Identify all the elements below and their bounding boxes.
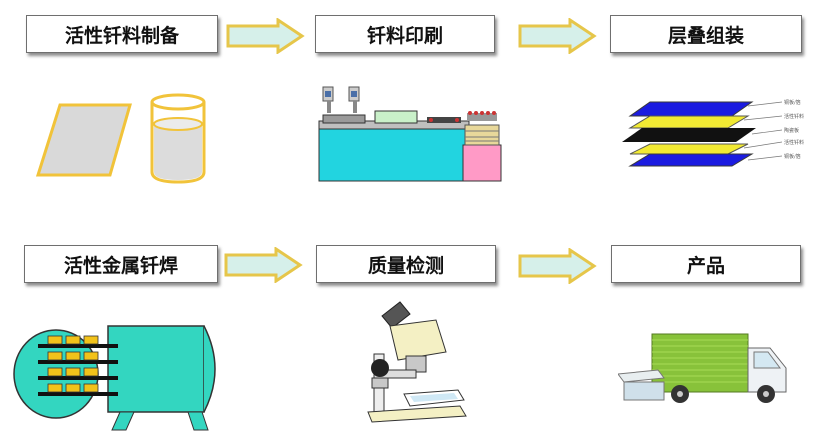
microscope-icon <box>367 301 467 423</box>
flow-arrow-4 <box>518 248 597 284</box>
brazing-furnace-icon <box>13 325 216 431</box>
screen-printer-icon <box>318 86 502 182</box>
stack-label-solder-bottom: 活性钎料 <box>784 139 804 146</box>
layer-stack-icon: 铜板/箔 活性钎料 陶瓷板 活性钎料 铜板/箔 <box>622 99 804 167</box>
flow-arrow-2 <box>518 18 597 54</box>
step-box-active-brazing: 活性金属钎焊 <box>24 245 218 283</box>
step-box-stack-assembly: 层叠组装 <box>610 15 802 53</box>
step-box-solder-prep: 活性钎料制备 <box>26 15 218 53</box>
delivery-truck-icon <box>618 333 787 403</box>
step-box-product: 产品 <box>611 245 801 283</box>
flow-arrow-3 <box>224 247 303 283</box>
stack-label-copper-bottom: 铜板/箔 <box>784 153 801 160</box>
stack-label-copper-top: 铜板/箔 <box>784 99 801 106</box>
solder-sheet-and-beaker-icon <box>35 93 206 184</box>
step-box-quality-inspection: 质量检测 <box>316 245 496 283</box>
stack-label-ceramic: 陶瓷板 <box>784 127 799 134</box>
step-box-solder-printing: 钎料印刷 <box>315 15 495 53</box>
stack-label-solder-top: 活性钎料 <box>784 113 804 120</box>
flow-arrow-1 <box>226 18 305 54</box>
